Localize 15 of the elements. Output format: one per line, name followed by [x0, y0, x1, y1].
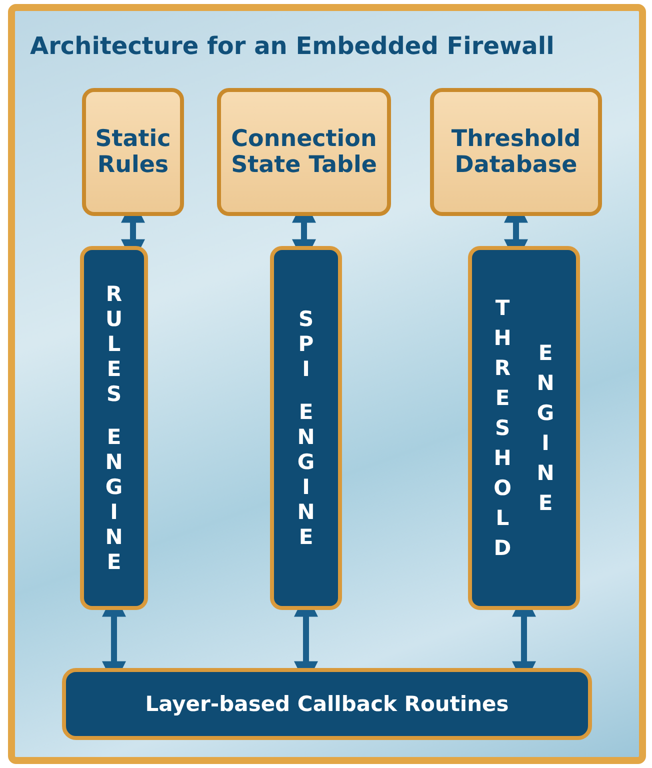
box-label: Connection State Table [230, 126, 378, 178]
callback-routines-box [62, 668, 592, 740]
vertical-label: RULES ENGINE [104, 282, 124, 574]
data-store-box [217, 88, 391, 216]
box-label: Threshold Database [450, 126, 582, 178]
engine-box [468, 246, 580, 610]
box-label: Static Rules [94, 126, 172, 178]
data-store-box [82, 88, 184, 216]
box-label: Layer-based Callback Routines [145, 692, 509, 716]
vertical-label: SPI ENGINE [296, 306, 316, 550]
engine-box [80, 246, 148, 610]
vertical-label: THRESHOLD ENGINE [492, 295, 556, 562]
data-store-box [430, 88, 602, 216]
diagram-title: Architecture for an Embedded Firewall [30, 32, 554, 60]
engine-box [270, 246, 342, 610]
